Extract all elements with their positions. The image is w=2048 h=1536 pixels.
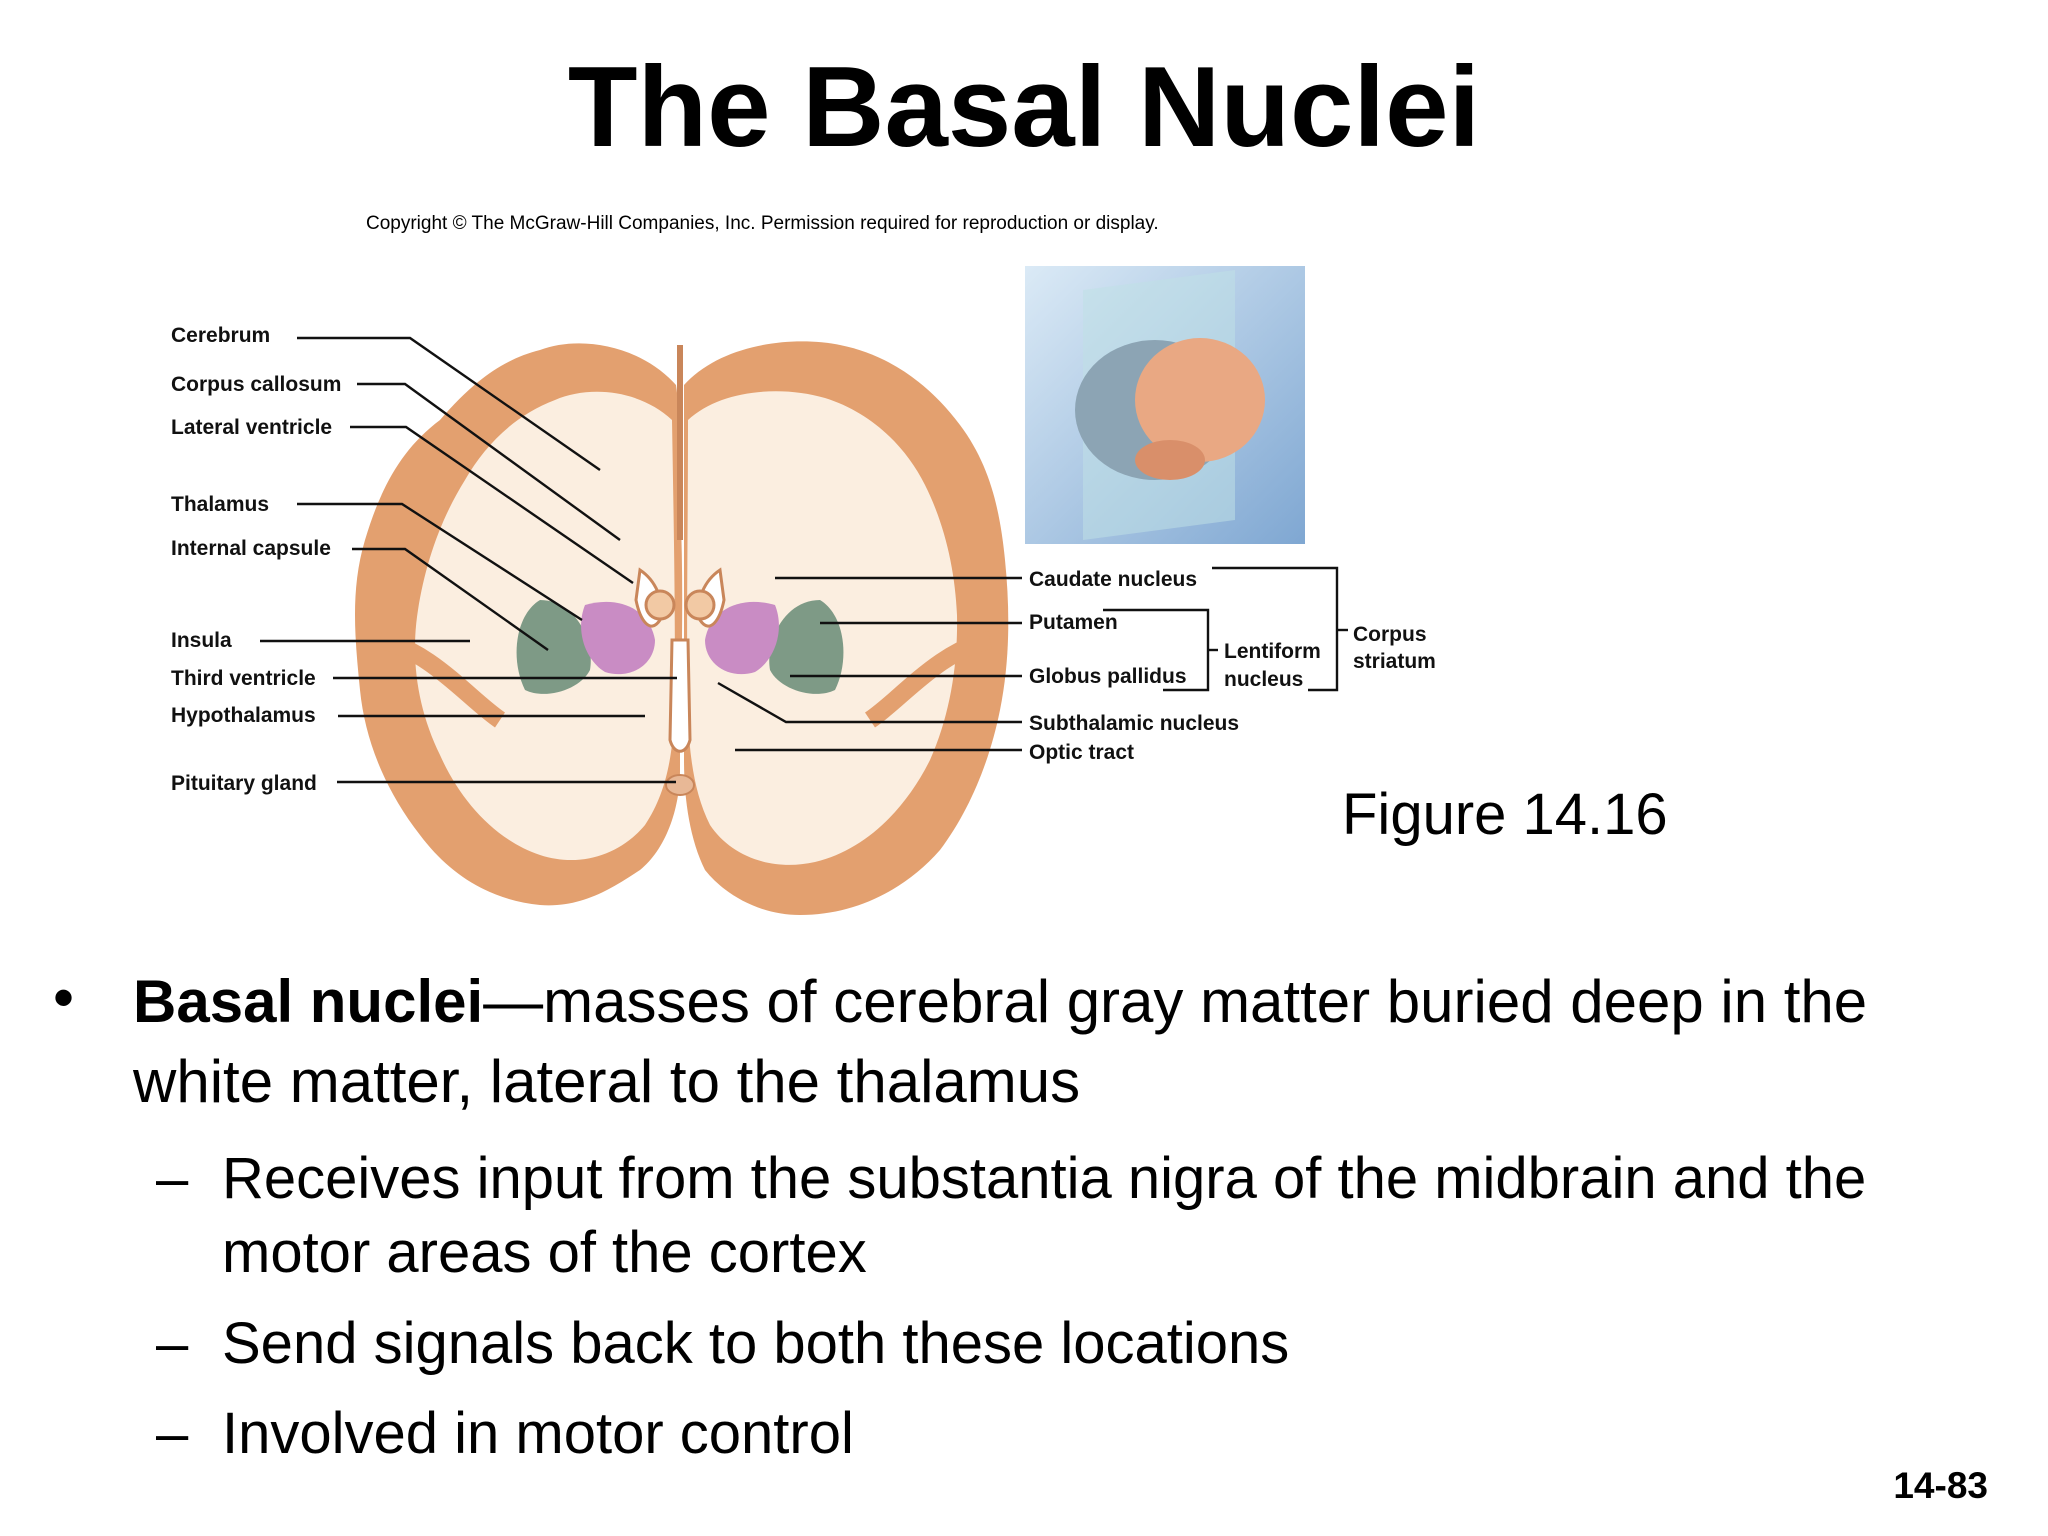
- label-subthalamic-nucleus: Subthalamic nucleus: [1029, 712, 1239, 735]
- figure-reference: Figure 14.16: [1342, 782, 1668, 847]
- sub-bullet-dash: –: [156, 1146, 189, 1211]
- label-corpus-striatum-line1: Corpus: [1353, 623, 1427, 646]
- putamen-left-shape: [516, 600, 591, 694]
- brain-coronal-section-figure: Cerebrum Corpus callosum Lateral ventric…: [171, 266, 1436, 915]
- bullet-dot: •: [53, 964, 75, 1031]
- bullet-main-term: Basal nuclei: [133, 968, 484, 1035]
- label-optic-tract: Optic tract: [1029, 741, 1134, 764]
- brain-section-illustration: [355, 341, 1009, 915]
- sub-bullet-text: Send signals back to both these location…: [222, 1311, 1290, 1376]
- slide-title: The Basal Nuclei: [567, 44, 1481, 171]
- label-lateral-ventricle: Lateral ventricle: [171, 416, 332, 439]
- sub-bullet-1: – Receives input from the substantia nig…: [156, 1142, 1982, 1290]
- label-lentiform-line1: Lentiform: [1224, 640, 1321, 663]
- label-lentiform-line2: nucleus: [1224, 668, 1303, 691]
- label-corpus-callosum: Corpus callosum: [171, 373, 341, 396]
- sub-bullet-text: Receives input from the substantia nigra…: [222, 1146, 1867, 1285]
- copyright-notice: Copyright © The McGraw-Hill Companies, I…: [366, 213, 1159, 234]
- sub-bullet-dash: –: [156, 1401, 189, 1466]
- label-hypothalamus: Hypothalamus: [171, 704, 316, 727]
- label-cerebrum: Cerebrum: [171, 324, 270, 347]
- globus-pallidus-right-shape: [705, 601, 779, 675]
- page-number: 14-83: [1893, 1465, 1988, 1506]
- sub-bullet-3: – Involved in motor control: [156, 1397, 1982, 1471]
- label-insula: Insula: [171, 629, 232, 652]
- globus-pallidus-left-shape: [581, 601, 655, 675]
- label-putamen: Putamen: [1029, 611, 1118, 634]
- sub-bullet-2: – Send signals back to both these locati…: [156, 1307, 1982, 1381]
- bullet-main: • Basal nuclei—masses of cerebral gray m…: [53, 962, 1993, 1122]
- sub-bullet-dash: –: [156, 1311, 189, 1376]
- leader-lines: [260, 336, 1348, 784]
- label-internal-capsule: Internal capsule: [171, 537, 331, 560]
- label-globus-pallidus: Globus pallidus: [1029, 665, 1187, 688]
- bullet-main-text: —masses of cerebral gray matter buried d…: [133, 968, 1868, 1115]
- label-caudate-nucleus: Caudate nucleus: [1029, 568, 1197, 591]
- label-third-ventricle: Third ventricle: [171, 667, 316, 690]
- brain-inset-image: [1025, 266, 1305, 544]
- label-corpus-striatum-line2: striatum: [1353, 650, 1436, 673]
- label-thalamus: Thalamus: [171, 493, 269, 516]
- sub-bullet-text: Involved in motor control: [222, 1401, 854, 1466]
- label-pituitary-gland: Pituitary gland: [171, 772, 317, 795]
